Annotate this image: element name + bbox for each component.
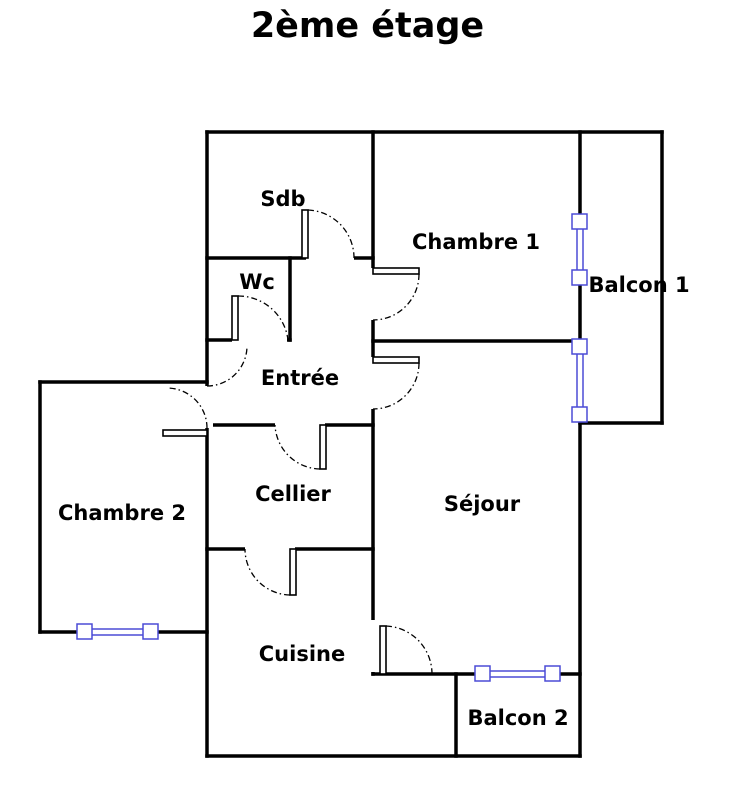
opening-wc <box>232 336 287 345</box>
doors <box>162 209 433 675</box>
door-entree-swing-top <box>206 345 248 387</box>
door-sdb-swing <box>307 209 355 259</box>
room-label-balcon1: Balcon 1 <box>588 273 689 297</box>
door-wc-swing <box>237 295 289 341</box>
door-sejour-swing <box>372 362 420 410</box>
walls <box>38 130 664 758</box>
door-chambre1-leaf <box>372 267 420 275</box>
door-cellier-swing <box>274 424 321 470</box>
opening-sdb <box>306 254 354 263</box>
window-chambre1 <box>571 213 588 286</box>
room-label-wc: Wc <box>239 270 275 294</box>
door-openings <box>202 254 378 672</box>
room-label-entree: Entrée <box>261 366 339 390</box>
window-chambre2 <box>76 623 159 640</box>
window-sejour-balcon2 <box>474 665 561 682</box>
door-entree-swing-bottom <box>166 387 208 429</box>
room-label-chambre1: Chambre 1 <box>412 230 540 254</box>
window-sejour-balcon1 <box>571 338 588 423</box>
room-label-cellier: Cellier <box>255 482 331 506</box>
opening-chambre1 <box>369 268 378 320</box>
opening-sejour-cuisine <box>369 620 378 672</box>
door-entree-leaf <box>162 429 208 437</box>
room-label-sejour: Séjour <box>444 492 521 516</box>
door-chambre1-swing <box>372 273 420 321</box>
room-labels: Sdb Chambre 1 Balcon 1 Wc Entrée Cellier… <box>58 187 690 730</box>
opening-cuisine <box>245 545 295 554</box>
windows <box>76 213 588 682</box>
opening-sejour <box>369 357 378 409</box>
door-wc-leaf <box>231 295 239 341</box>
door-sdb-leaf <box>301 209 309 259</box>
opening-chambre2 <box>202 386 213 428</box>
room-label-chambre2: Chambre 2 <box>58 501 186 525</box>
door-sejour2-leaf <box>379 625 387 675</box>
room-label-balcon2: Balcon 2 <box>467 706 568 730</box>
door-sejour-leaf <box>372 356 420 364</box>
door-cellier-leaf <box>319 424 327 470</box>
opening-cellier <box>275 421 325 430</box>
door-cuisine-swing <box>244 548 291 596</box>
plan-title: 2ème étage <box>250 6 485 46</box>
door-cuisine-leaf <box>289 548 297 596</box>
door-sejour2-swing <box>385 625 433 675</box>
room-label-cuisine: Cuisine <box>259 642 345 666</box>
room-label-sdb: Sdb <box>260 187 305 211</box>
